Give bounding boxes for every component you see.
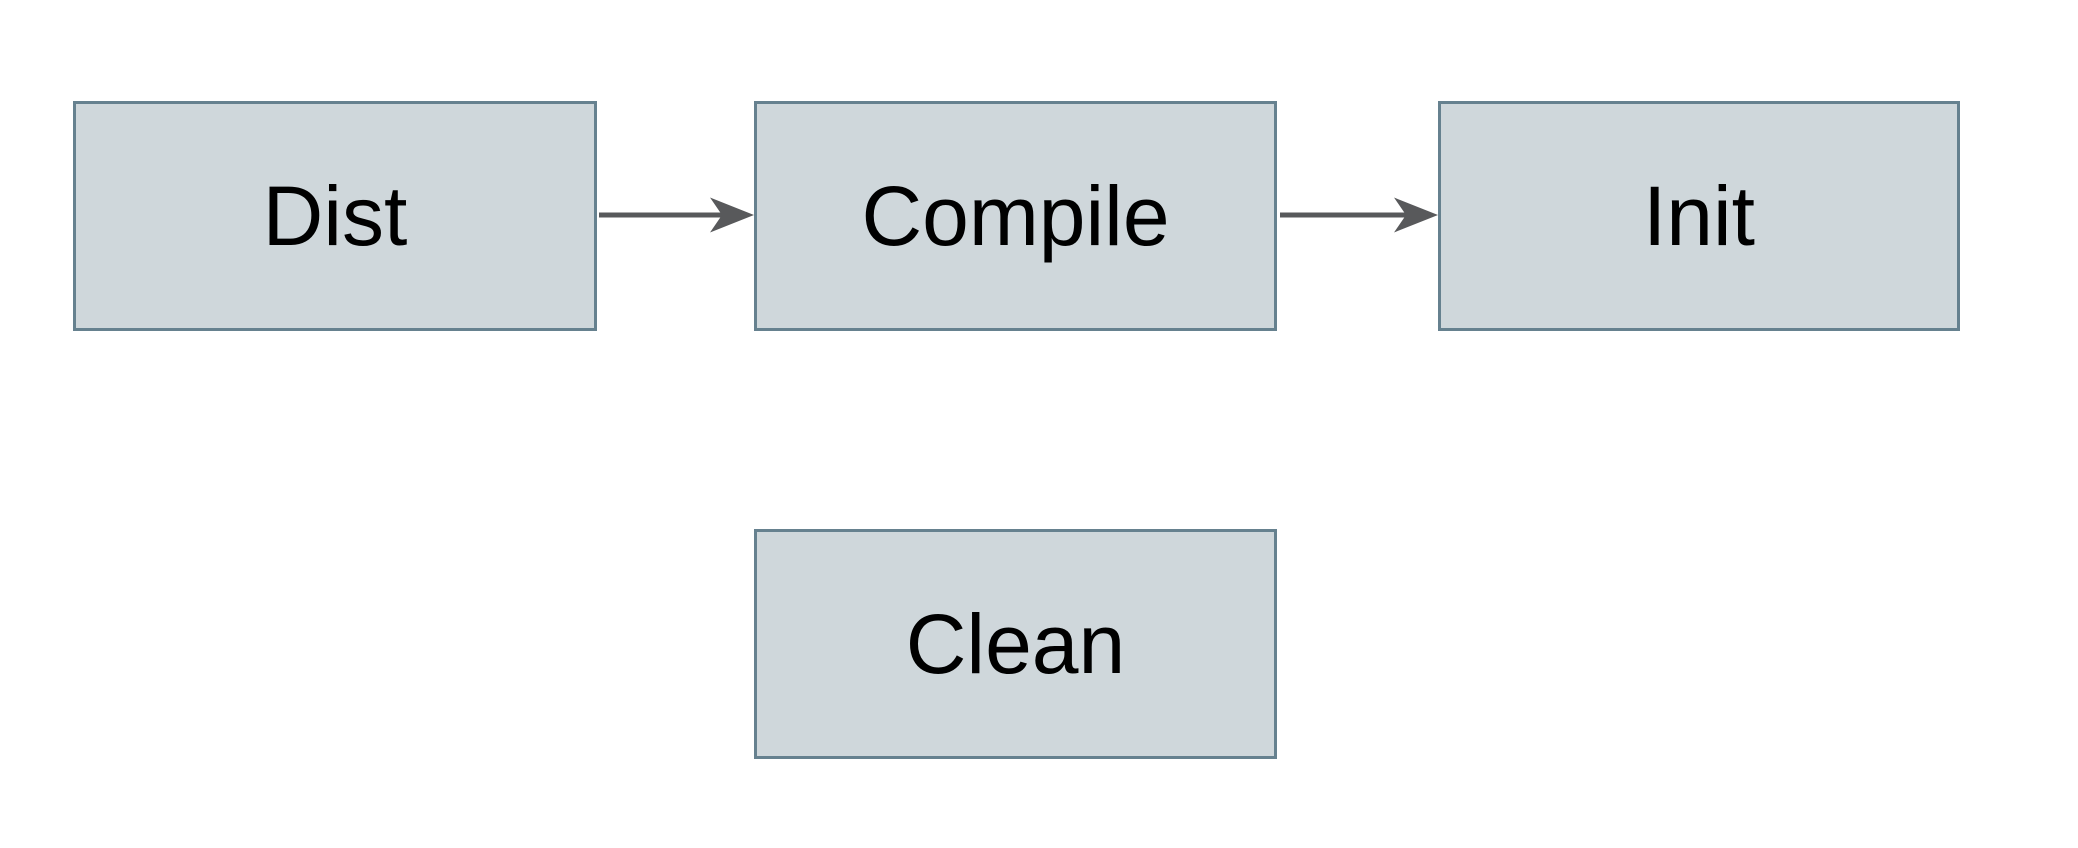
arrow-compile-to-init xyxy=(1280,197,1438,233)
node-dist-label: Dist xyxy=(262,169,408,263)
node-dist: Dist xyxy=(73,101,597,331)
node-compile-label: Compile xyxy=(861,169,1170,263)
arrow-head-icon xyxy=(710,197,754,233)
node-init-label: Init xyxy=(1642,169,1756,263)
node-compile: Compile xyxy=(754,101,1277,331)
arrow-head-icon xyxy=(1394,197,1438,233)
node-clean-label: Clean xyxy=(905,597,1126,691)
node-clean: Clean xyxy=(754,529,1277,759)
arrow-dist-to-compile xyxy=(599,197,754,233)
node-init: Init xyxy=(1438,101,1960,331)
